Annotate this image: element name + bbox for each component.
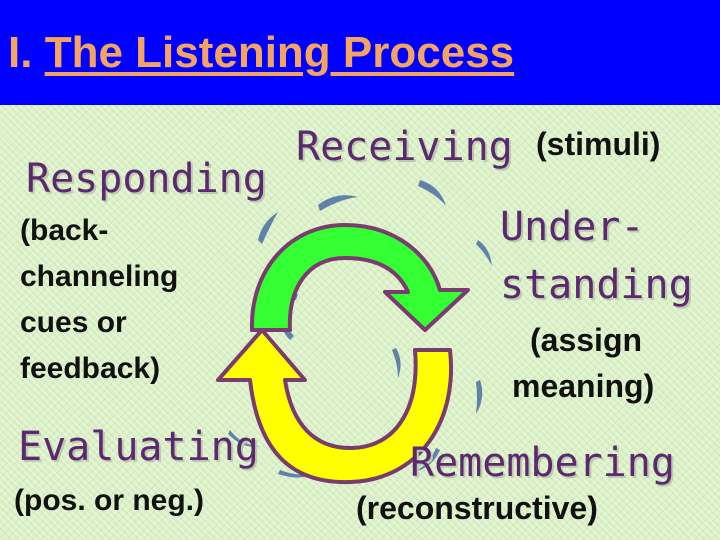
assign-line2: meaning) bbox=[512, 368, 655, 404]
evaluating-label: Evaluating bbox=[18, 424, 259, 470]
understanding-line1: Under- bbox=[500, 204, 645, 250]
yellow-cycle-arrow bbox=[216, 328, 453, 485]
backchanneling-line3: cues or bbox=[20, 306, 127, 339]
backchanneling-line2: channeling bbox=[20, 260, 179, 293]
remembering-label: Remembering bbox=[410, 440, 675, 486]
pos-neg-label: (pos. or neg.) bbox=[14, 484, 204, 517]
title-text: The Listening Process bbox=[44, 28, 515, 77]
understanding-line2: standing bbox=[500, 262, 693, 308]
responding-label: Responding bbox=[26, 156, 267, 202]
reconstructive-label: (reconstructive) bbox=[356, 490, 598, 526]
stimuli-label: (stimuli) bbox=[536, 126, 661, 162]
title-numeral: I. bbox=[8, 28, 33, 77]
backchanneling-line4: feedback) bbox=[20, 352, 161, 385]
backchanneling-line1: (back- bbox=[20, 214, 109, 247]
title-bar: I. The Listening Process bbox=[0, 0, 720, 105]
green-cycle-arrow bbox=[249, 223, 470, 332]
receiving-label: Receiving bbox=[296, 124, 513, 170]
assign-line1: (assign bbox=[530, 322, 643, 358]
page-title: I. The Listening Process bbox=[8, 28, 514, 78]
